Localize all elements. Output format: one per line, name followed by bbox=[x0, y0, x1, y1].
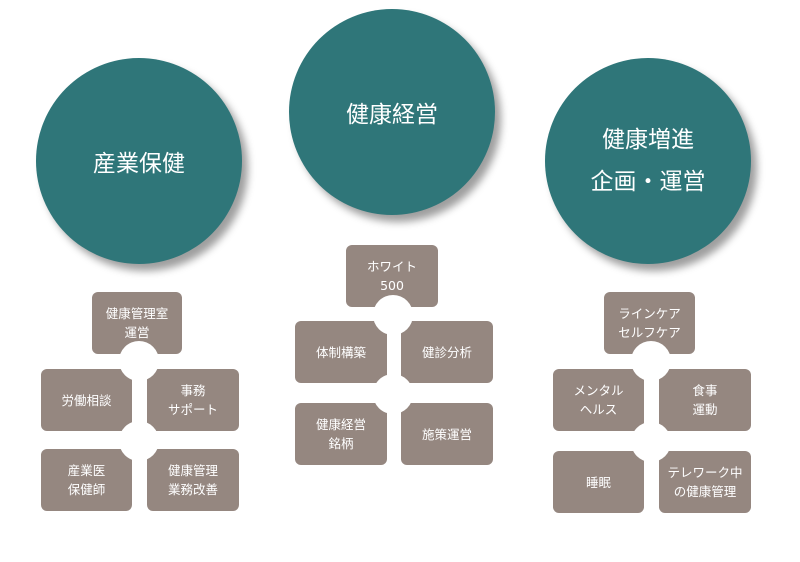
box-label-line: 500 bbox=[380, 278, 404, 293]
box-telework-health: テレワーク中 の健康管理 bbox=[659, 451, 751, 513]
box-label-line: サポート bbox=[167, 402, 218, 417]
box-measures-operation: 施策運営 bbox=[401, 403, 493, 465]
box-checkup-analysis: 健診分析 bbox=[401, 321, 493, 383]
box-label-line: 運営 bbox=[124, 325, 150, 340]
box-label-line: 食事 bbox=[692, 383, 718, 398]
box-system-building: 体制構築 bbox=[295, 321, 387, 383]
box-label-line: ヘルス bbox=[579, 402, 618, 417]
box-health-management-improvement: 健康管理 業務改善 bbox=[147, 449, 239, 511]
box-label-line: 産業医 bbox=[67, 463, 106, 478]
connector-dot bbox=[119, 341, 159, 381]
connector-dot bbox=[373, 374, 413, 414]
box-label-line: ラインケア bbox=[618, 306, 681, 321]
box-label-line: の健康管理 bbox=[673, 484, 737, 499]
box-sleep: 睡眠 bbox=[553, 451, 644, 513]
circle-label-line: 企画・運営 bbox=[590, 169, 706, 195]
connector-dot bbox=[631, 422, 671, 462]
box-label-line: 施策運営 bbox=[421, 426, 472, 442]
box-mental-health: メンタル ヘルス bbox=[553, 369, 644, 431]
connector-dot bbox=[631, 341, 671, 381]
box-label-line: セルフケア bbox=[618, 325, 681, 340]
box-label-line: 運動 bbox=[692, 402, 718, 417]
connector-dot bbox=[373, 295, 413, 335]
circle-label-line: 産業保健 bbox=[93, 151, 185, 177]
box-labor-consultation: 労働相談 bbox=[41, 369, 132, 431]
circle-label-line: 健康経営 bbox=[346, 102, 438, 128]
box-office-support: 事務 サポート bbox=[147, 369, 239, 431]
box-diet-exercise: 食事 運動 bbox=[659, 369, 751, 431]
box-health-management-brand: 健康経営 銘柄 bbox=[295, 403, 387, 465]
box-label-line: 健康管理 bbox=[167, 463, 218, 478]
box-label-line: 体制構築 bbox=[315, 344, 366, 360]
box-label-line: 保健師 bbox=[67, 482, 106, 497]
box-label-line: 健康管理室 bbox=[105, 306, 169, 321]
box-label-line: 銘柄 bbox=[328, 436, 354, 451]
box-label-line: ホワイト bbox=[366, 259, 417, 274]
box-white-500: ホワイト 500 bbox=[346, 245, 438, 307]
box-label-line: 業務改善 bbox=[167, 482, 218, 497]
box-label-line: 健診分析 bbox=[421, 344, 472, 360]
circle-label-line: 健康増進 bbox=[602, 127, 694, 153]
circle-sangyo-hoken: 産業保健 bbox=[36, 58, 242, 264]
circle-kenko-zoshin: 健康増進 企画・運営 bbox=[545, 58, 751, 264]
box-label-line: 睡眠 bbox=[585, 474, 611, 490]
box-line-self-care: ラインケア セルフケア bbox=[604, 292, 695, 354]
box-label-line: メンタル bbox=[573, 383, 624, 398]
circle-kenko-keiei: 健康経営 bbox=[289, 9, 495, 215]
box-occupational-physician: 産業医 保健師 bbox=[41, 449, 132, 511]
box-label-line: テレワーク中 bbox=[667, 465, 743, 480]
box-label-line: 健康経営 bbox=[315, 417, 366, 432]
box-label-line: 事務 bbox=[180, 383, 206, 398]
box-label-line: 労働相談 bbox=[61, 392, 112, 408]
connector-dot bbox=[119, 421, 159, 461]
